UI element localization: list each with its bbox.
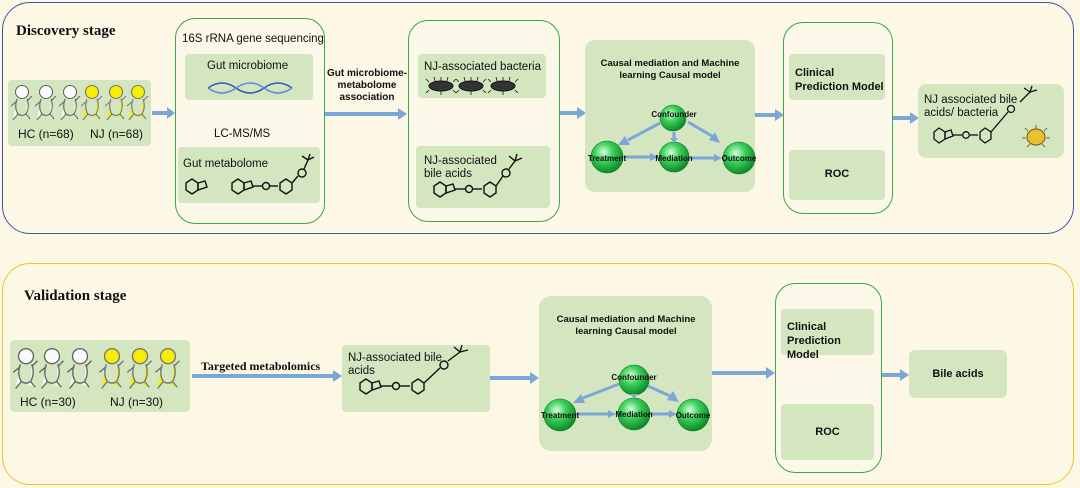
sequencing-label: 16S rRNA gene sequencing: [182, 33, 324, 45]
discovery-nj-label: NJ (n=68): [90, 127, 144, 141]
discovery-mediation-label: Mediation: [655, 154, 693, 163]
validation-hc-label: HC (n=30): [20, 395, 76, 409]
discovery-clinical-model-label: Clinical Prediction Model: [795, 67, 884, 93]
validation-roc-panel: [781, 404, 874, 460]
validation-confounder-label: Confounder: [611, 373, 657, 382]
discovery-stage: [2, 2, 1074, 234]
nj-bile-acids-label: NJ-associated bile acids: [424, 155, 497, 180]
validation-clinical-model-label: Clinical Prediction Model: [787, 321, 841, 361]
validation-bile-acids-label: NJ-associated bile acids: [348, 352, 442, 377]
discovery-outcome-label: Outcome: [721, 154, 757, 163]
discovery-confounder-label: Confounder: [651, 110, 697, 119]
discovery-result-label: NJ associated bile acids/ bacteria: [924, 94, 1018, 119]
validation-treatment-label: Treatment: [540, 411, 580, 420]
validation-nj-label: NJ (n=30): [110, 395, 164, 409]
discovery-causal-title: Causal mediation and Machine learning Ca…: [600, 58, 740, 81]
association-label: Gut microbiome-metabolome association: [326, 68, 407, 103]
discovery-roc-panel: [789, 150, 885, 200]
validation-stage-title: Validation stage: [24, 288, 127, 304]
discovery-roc-label: ROC: [824, 168, 850, 180]
validation-outcome-label: Outcome: [675, 411, 711, 420]
validation-result-panel: [909, 350, 1007, 398]
validation-clinical-model-panel: [781, 309, 874, 355]
gut-microbiome-label: Gut microbiome: [207, 60, 289, 72]
discovery-hc-label: HC (n=68): [18, 127, 74, 141]
nj-bacteria-label: NJ-associated bacteria: [424, 61, 541, 73]
gut-metabolome-panel: [178, 147, 320, 203]
validation-mediation-label: Mediation: [615, 410, 653, 419]
discovery-treatment-label: Treatment: [587, 154, 627, 163]
validation-stage: [2, 263, 1074, 485]
validation-roc-label: ROC: [815, 426, 840, 438]
validation-causal-title: Causal mediation and Machine learning Ca…: [556, 314, 696, 337]
lcms-label: LC-MS/MS: [214, 128, 271, 140]
gut-metabolome-label: Gut metabolome: [183, 158, 269, 170]
validation-result-label: Bile acids: [932, 368, 984, 380]
targeted-metabolomics-label: Targeted metabolomics: [201, 359, 321, 373]
discovery-clinical-model-panel: [789, 54, 885, 100]
discovery-stage-title: Discovery stage: [16, 23, 116, 39]
